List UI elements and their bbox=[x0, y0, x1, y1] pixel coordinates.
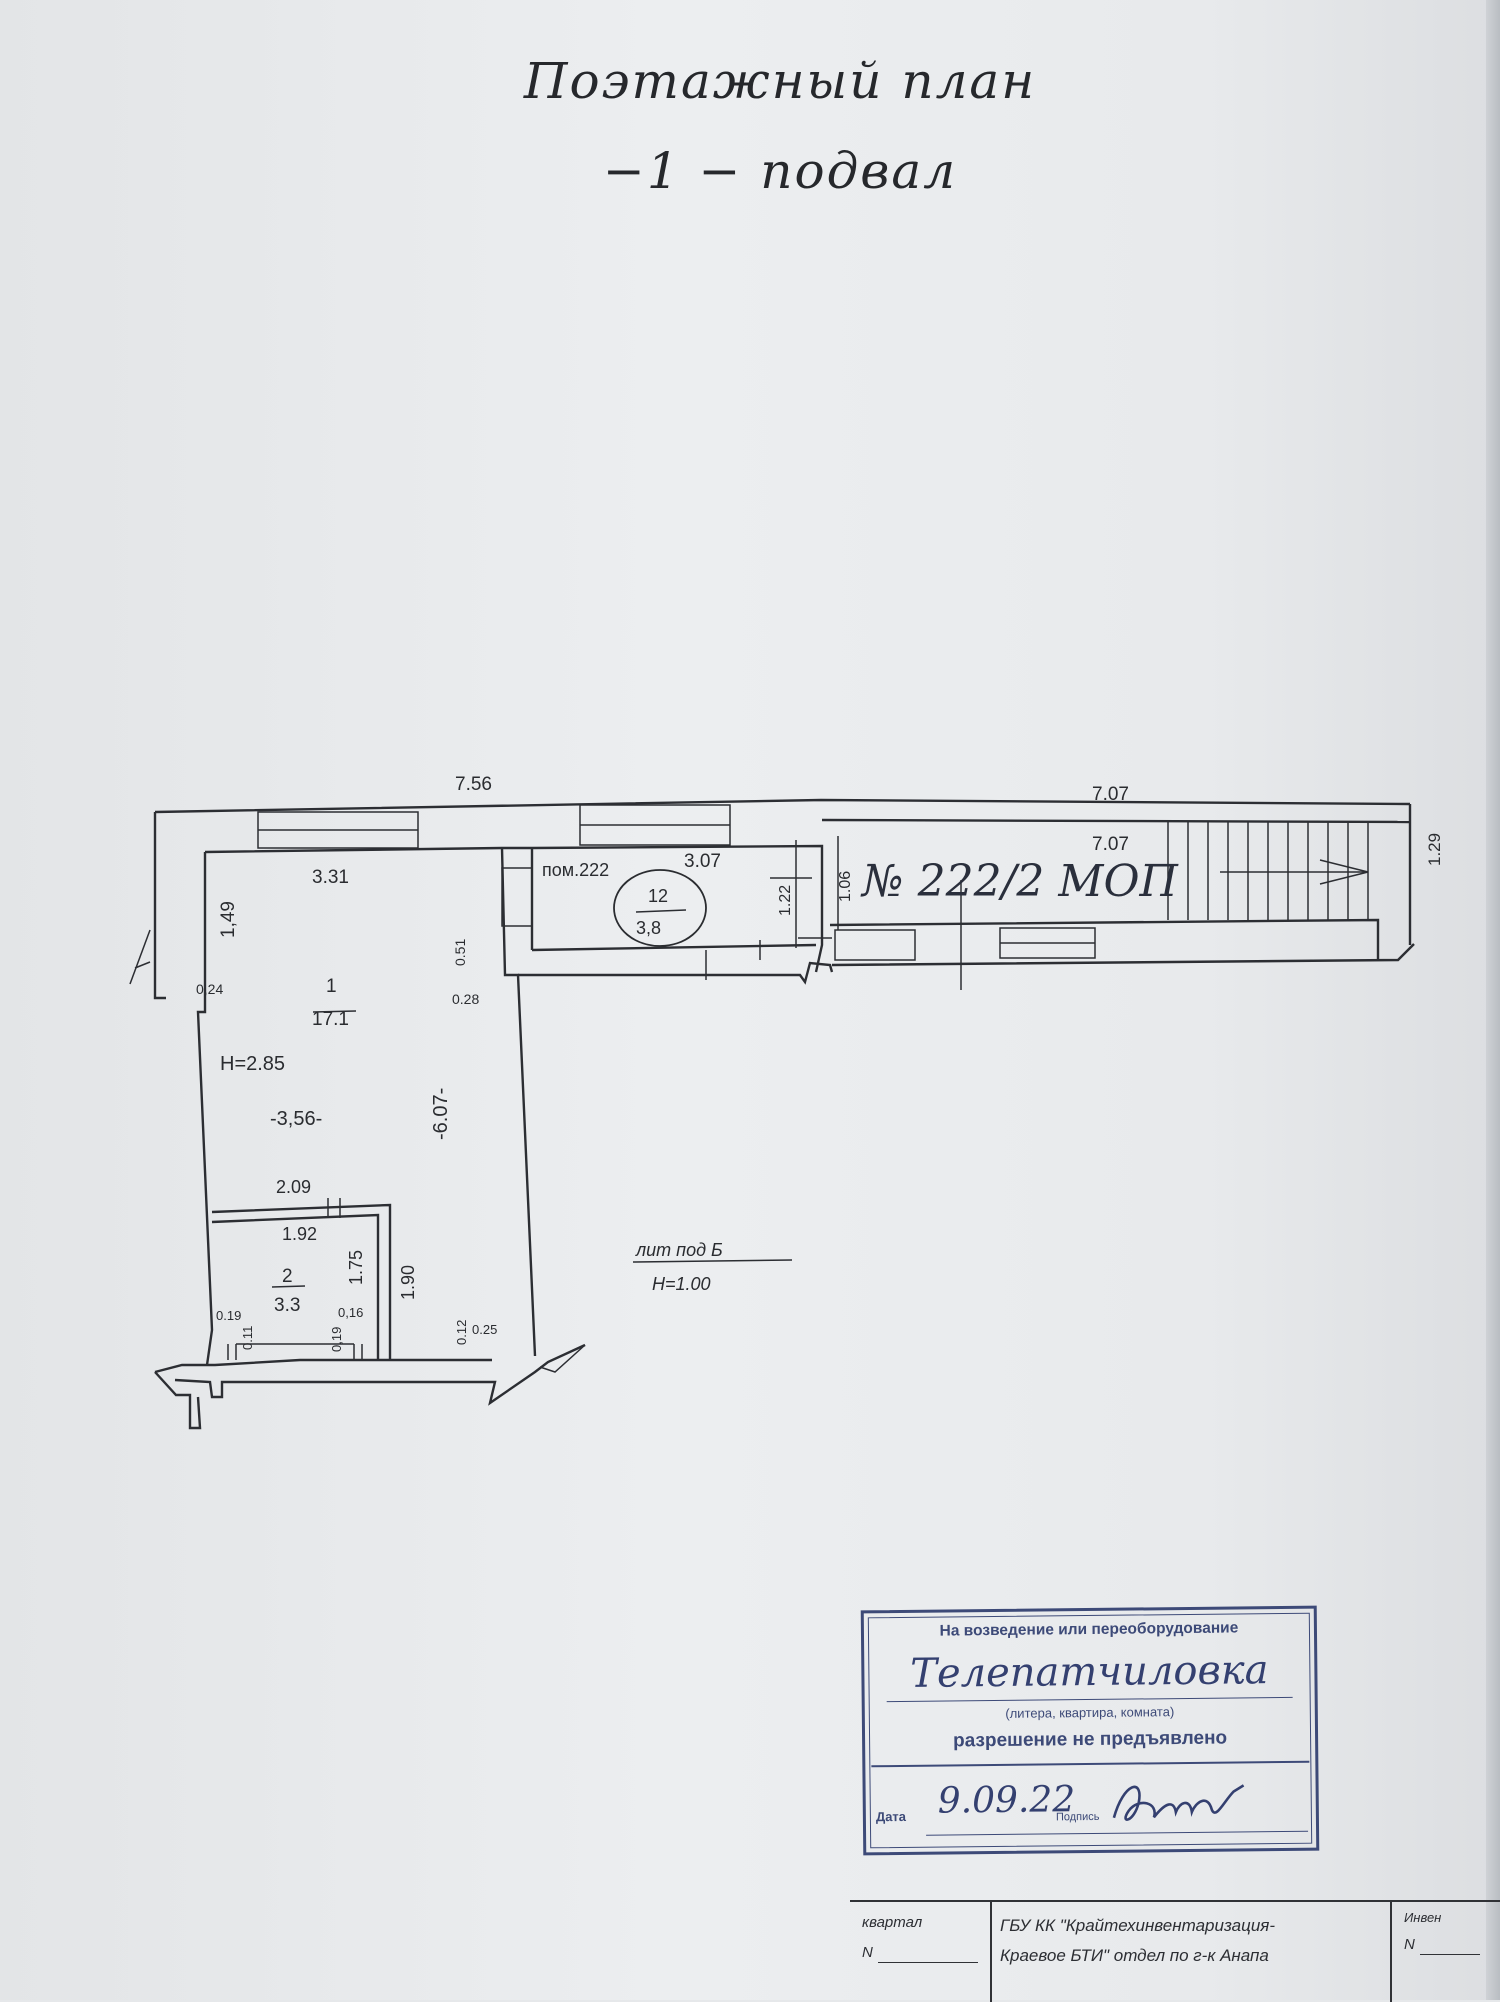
corridor-bottom-outer bbox=[518, 961, 834, 985]
dim-0-12: 0.12 bbox=[454, 1320, 469, 1345]
stamp-handwritten-name: Телепатчиловка bbox=[910, 1647, 1269, 1697]
stair-arrow-head bbox=[1319, 859, 1369, 885]
dim-0-19a: 0.19 bbox=[216, 1308, 241, 1323]
windows bbox=[257, 804, 1096, 961]
lit-leader-line bbox=[632, 1259, 793, 1263]
dim-1-49: 1,49 bbox=[218, 901, 239, 938]
dim-1-92: 1.92 bbox=[282, 1224, 317, 1244]
dim-7-07-stair: 7.07 bbox=[1092, 834, 1129, 855]
stamp-status: разрешение не предъявлено bbox=[952, 1727, 1228, 1752]
dim-0-51: 0.51 bbox=[452, 939, 468, 966]
pom-222-label: пом.222 bbox=[542, 860, 609, 880]
dim-0-28: 0.28 bbox=[452, 991, 479, 1007]
dim-3-07: 3.07 bbox=[684, 851, 721, 872]
kvartal-number: N bbox=[862, 1944, 873, 1961]
door-left-2 bbox=[134, 961, 151, 969]
dim-1-29: 1.29 bbox=[1425, 833, 1444, 866]
dim-1-06: 1.06 bbox=[837, 871, 854, 902]
door-left-1 bbox=[129, 929, 151, 985]
door-bottom-right bbox=[539, 1344, 586, 1373]
room2-number: 2 bbox=[282, 1266, 293, 1287]
inner-wall-left-room1 bbox=[196, 852, 214, 1366]
dim-0-16: 0,16 bbox=[338, 1305, 363, 1320]
dim-3-31: 3.31 bbox=[312, 867, 349, 888]
stamp-date-value: 9.09.22 bbox=[937, 1779, 1076, 1822]
plan-title: Поэтажный план bbox=[523, 52, 1037, 110]
dim-0-25: 0.25 bbox=[472, 1322, 497, 1337]
inventory-number: N bbox=[1404, 1936, 1415, 1953]
room12-number: 12 bbox=[648, 886, 668, 906]
room12-circle bbox=[613, 869, 707, 947]
outer-wall-left bbox=[153, 812, 166, 1000]
room2-area: 3.3 bbox=[274, 1295, 300, 1316]
inner-wall-top-room1 bbox=[204, 844, 824, 973]
org-cell: ГБУ КК "Крайтехинвентаризация- Краевое Б… bbox=[990, 1902, 1500, 2002]
walls bbox=[129, 798, 1415, 1430]
corridor-door bbox=[501, 867, 533, 927]
stamp-signature-label: Подпись bbox=[1055, 1810, 1100, 1824]
page-edge-shadow bbox=[1486, 0, 1500, 2000]
bti-stamp: На возведение или переоборудование Телеп… bbox=[860, 1605, 1320, 1856]
stamp-date-label: Дата bbox=[875, 1808, 907, 1825]
room1-number: 1 bbox=[326, 976, 337, 997]
corridor-bottom-wall bbox=[531, 943, 817, 952]
dim-1-22: 1.22 bbox=[777, 885, 794, 916]
staircase bbox=[1167, 822, 1369, 920]
room12-area: 3,8 bbox=[636, 918, 661, 938]
handwritten-signature bbox=[1112, 1784, 1245, 1821]
dim-0-11: 0.11 bbox=[240, 1326, 255, 1350]
dim-0-19b: 0,19 bbox=[329, 1327, 344, 1352]
inventory-cell: Инвен N bbox=[1390, 1902, 1500, 2002]
stair-inner-bottom bbox=[829, 918, 1380, 960]
inventory-label: Инвен bbox=[1404, 1910, 1442, 1925]
kvartal-label: квартал bbox=[862, 1914, 923, 1931]
lit-height: H=1.00 bbox=[652, 1274, 711, 1294]
dim-2-09: 2.09 bbox=[276, 1177, 311, 1197]
stair-bottom-wall bbox=[831, 943, 1415, 967]
title-block: квартал N ГБУ КК "Крайтехинвентаризация-… bbox=[850, 1900, 1500, 2002]
window-3 bbox=[834, 929, 916, 961]
kvartal-cell: квартал N bbox=[850, 1902, 990, 2002]
dim-7-56: 7.56 bbox=[455, 774, 492, 795]
corridor-details bbox=[501, 836, 962, 990]
bottom-wall-outer bbox=[154, 1358, 492, 1374]
dim-7-07-top: 7.07 bbox=[1092, 784, 1129, 805]
lit-label: лит под Б bbox=[635, 1240, 723, 1260]
plan-subtitle: −1 − подвал bbox=[602, 142, 958, 200]
org-line2: Краевое БТИ" отдел по г-к Анапа bbox=[1000, 1946, 1269, 1965]
room1-right-wall bbox=[500, 847, 537, 1357]
room1-height: H=2.85 bbox=[220, 1053, 285, 1075]
dim-1-90: 1.90 bbox=[398, 1265, 418, 1300]
dim-1-75: 1.75 bbox=[346, 1250, 366, 1285]
dim-3-56: -3,56- bbox=[270, 1108, 322, 1130]
dim-6-07: -6.07- bbox=[430, 1088, 452, 1140]
room2-partition bbox=[211, 1198, 392, 1360]
stair-top-wall bbox=[821, 818, 1411, 824]
left-bottom-corner bbox=[154, 1371, 202, 1430]
dim-0-24: 0,24 bbox=[196, 981, 223, 997]
outer-wall-top bbox=[154, 798, 1411, 814]
room1-area: 17.1 bbox=[312, 1009, 349, 1030]
org-line1: ГБУ КК "Крайтехинвентаризация- bbox=[1000, 1916, 1276, 1935]
handwritten-note: № 222/2 МОП bbox=[860, 856, 1180, 907]
